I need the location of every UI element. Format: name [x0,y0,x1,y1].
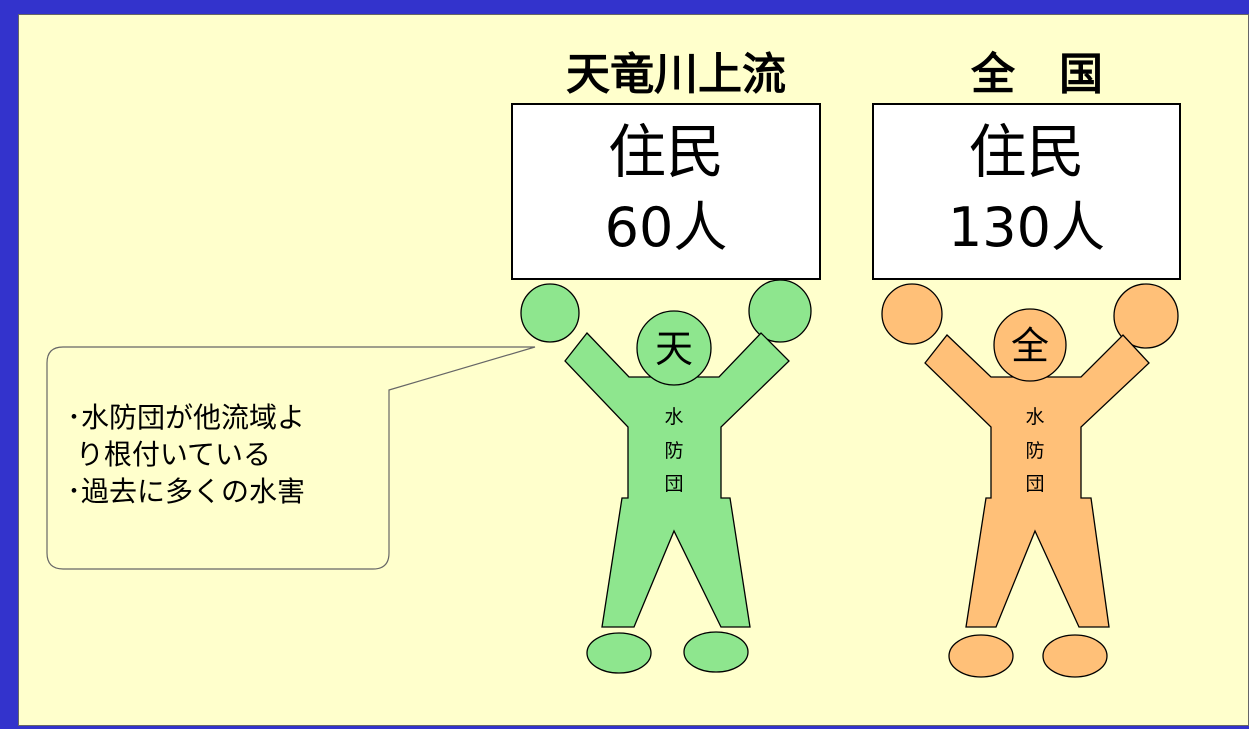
right-body [924,334,1150,628]
left-torso-char-3: 団 [664,473,683,495]
left-foot-left [586,632,652,674]
left-sign: 住民 60人 [511,103,821,280]
right-sign-count: 130人 [947,196,1106,259]
right-head-char: 全 [1011,324,1049,368]
left-sign-title: 住民 [607,118,724,186]
right-figure [881,283,1179,678]
right-hand-right [1113,283,1179,349]
left-body [564,332,790,628]
callout-text: ･水防団が他流域よ り根付いている ･過去に多くの水害 [47,347,389,569]
left-region-label: 天竜川上流 [566,49,786,100]
left-hand-left [520,283,580,343]
right-torso-char-1: 水 [1025,406,1044,428]
right-torso-char-3: 団 [1025,473,1044,495]
right-sign-title: 住民 [968,118,1085,186]
left-figure [520,279,812,674]
left-foot-right [683,631,749,673]
callout-line-1: ･水防団が他流域よ [67,401,306,434]
right-region-label: 全 国 [971,49,1103,100]
left-torso-char-1: 水 [664,406,683,428]
left-hand-right [748,279,812,343]
left-head [636,310,712,386]
callout-bubble [46,346,536,570]
slide-canvas: 天 全 水 防 団 水 防 団 天竜川上流 全 国 住民 60人 住民 130人… [18,14,1249,726]
left-head-char: 天 [655,327,693,371]
callout-line-2: り根付いている [67,438,272,471]
right-sign: 住民 130人 [872,103,1181,280]
left-torso-char-2: 防 [664,440,683,462]
right-hand-left [881,283,943,345]
left-sign-count: 60人 [604,196,728,259]
right-foot-left [948,634,1014,678]
right-head [993,308,1067,382]
right-foot-right [1042,634,1108,678]
callout-line-3: ･過去に多くの水害 [67,475,306,508]
right-torso-char-2: 防 [1025,440,1044,462]
figures-layer: 天 全 水 防 団 水 防 団 [46,279,1179,678]
